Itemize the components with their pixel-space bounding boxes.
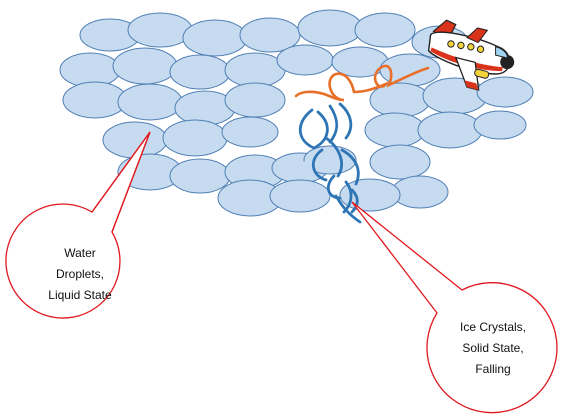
cloud-puff-core <box>197 29 233 47</box>
contrail-squiggle <box>294 64 430 102</box>
cloud-puff-core <box>283 188 317 204</box>
cloud-puff-core <box>383 92 417 108</box>
cloud-puff-core <box>489 85 521 99</box>
cloud-puff-core <box>183 64 217 80</box>
water-droplets-callout <box>5 131 151 319</box>
cloud-puff-core <box>238 62 272 78</box>
ice-crystals-label: Ice Crystals, Solid State, Falling <box>459 320 526 376</box>
cloud-puff-core <box>289 53 321 67</box>
cloud-puff-core <box>234 125 266 139</box>
cloud-puff-core <box>353 187 387 203</box>
cloud-puff-core <box>284 161 316 175</box>
cloud-puff-core <box>378 122 412 138</box>
cloud-cluster <box>59 9 534 217</box>
cloud-puff-core <box>383 154 417 170</box>
water-droplets-label: Water Droplets, Liquid State <box>48 246 112 302</box>
cloud-puff-core <box>238 164 272 180</box>
cloud-puff-core <box>183 168 217 184</box>
ice-crystal-streaks <box>298 102 362 224</box>
cloud-puff-core <box>132 93 168 111</box>
cloud-puff-core <box>127 57 163 75</box>
ice-crystals-callout <box>351 201 558 414</box>
cloud-puff-core <box>188 100 222 116</box>
cloud-puff-core <box>93 27 127 43</box>
cloud-puff-core <box>232 189 268 207</box>
cloud-puff-core <box>368 22 402 38</box>
cloud-puff-core <box>77 91 113 109</box>
cloud-puff-core <box>432 121 468 139</box>
cloud-puff-core <box>404 184 436 200</box>
airplane-icon <box>427 19 515 91</box>
cloud-puff-core <box>312 19 348 37</box>
cloud-puff-core <box>315 153 345 167</box>
cloud-puff-core <box>344 55 376 69</box>
cloud-puff-core <box>73 62 107 78</box>
cloud-puff-core <box>238 92 272 108</box>
cloud-puff-core <box>393 62 427 78</box>
cloud-puff-core <box>177 129 213 147</box>
cloud-puff-core <box>253 27 287 43</box>
cloud-puff-core <box>485 118 515 132</box>
cloud-puff-core <box>437 87 473 105</box>
cloud-puff-core <box>132 163 168 181</box>
cloud-puff-core <box>142 22 178 38</box>
